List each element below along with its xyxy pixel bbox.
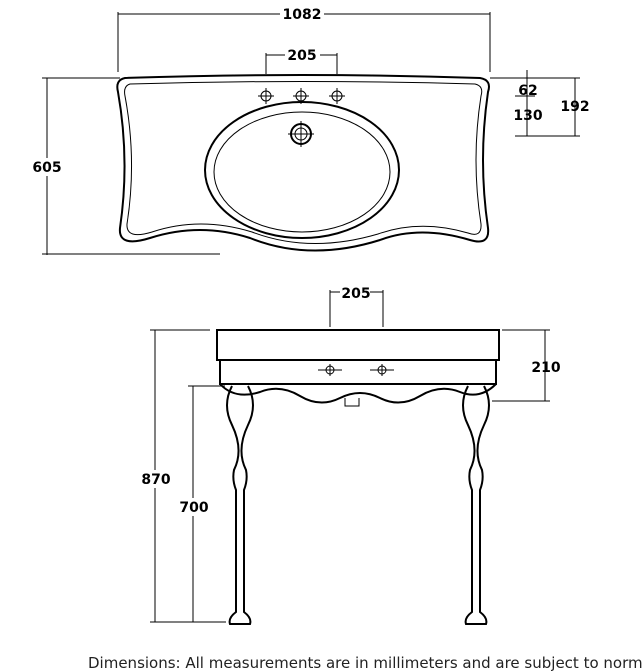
tap-hole-icon: [293, 88, 309, 104]
top-view: 1082 205 605 62 130 192: [30, 7, 590, 255]
tap-hole-icon: [329, 88, 345, 104]
dim-total-height: 870: [141, 472, 170, 488]
dim-tap-spacing-top: 205: [287, 48, 316, 64]
dim-basin-height: 210: [531, 360, 560, 376]
dim-depth: 605: [32, 160, 61, 176]
dim-leg-height: 700: [179, 500, 208, 516]
tap-hole-icon: [370, 364, 394, 376]
dimensions-caption: Dimensions: All measurements are in mill…: [88, 654, 643, 672]
tap-hole-icon: [318, 364, 342, 376]
dim-total-offset: 192: [560, 99, 589, 115]
waste-icon: [288, 121, 314, 147]
dim-tap-spacing-front: 205: [341, 286, 370, 302]
leg-right: [462, 385, 490, 625]
dim-tap-offset: 62: [518, 83, 537, 99]
front-view: 205 210 870 700: [141, 286, 561, 625]
dim-waste-offset: 130: [513, 108, 542, 124]
leg-left: [226, 385, 254, 625]
dim-top-width: 1082: [283, 7, 322, 23]
tap-hole-icon: [258, 88, 274, 104]
